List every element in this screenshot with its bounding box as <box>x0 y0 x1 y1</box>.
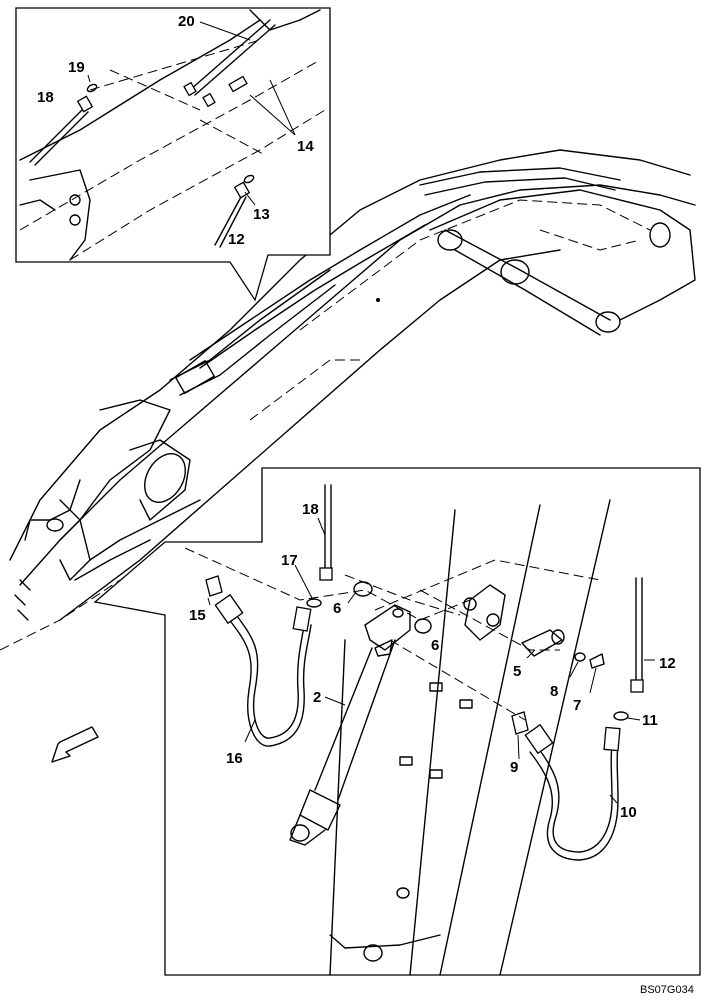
callout-5: 5 <box>513 663 521 680</box>
callout-14: 14 <box>297 138 314 155</box>
callout-6-right: 6 <box>431 637 439 654</box>
callout-18-upper: 18 <box>37 89 54 106</box>
callout-11: 11 <box>642 712 658 729</box>
callout-9: 9 <box>510 759 518 776</box>
callout-13: 13 <box>253 206 270 223</box>
callout-17: 17 <box>281 552 298 569</box>
direction-arrow-icon <box>51 726 99 763</box>
inset-upper-detail <box>15 7 331 302</box>
callout-16: 16 <box>226 750 243 767</box>
boom-assembly <box>0 149 696 651</box>
callout-10: 10 <box>620 804 637 821</box>
callout-2: 2 <box>313 689 321 706</box>
callout-6-left: 6 <box>333 600 341 617</box>
callout-labels: 20 19 18 14 13 12 18 17 6 6 15 2 16 5 8 … <box>37 13 676 821</box>
callout-19: 19 <box>68 59 85 76</box>
inset-lower-detail <box>93 467 701 976</box>
callout-15: 15 <box>189 607 206 624</box>
drawing-code: BS07G034 <box>640 984 694 996</box>
callout-20: 20 <box>178 13 195 30</box>
callout-7: 7 <box>573 697 581 714</box>
callout-12-upper: 12 <box>228 231 245 248</box>
callout-12: 12 <box>659 655 676 672</box>
callout-8: 8 <box>550 683 558 700</box>
callout-18: 18 <box>302 501 319 518</box>
